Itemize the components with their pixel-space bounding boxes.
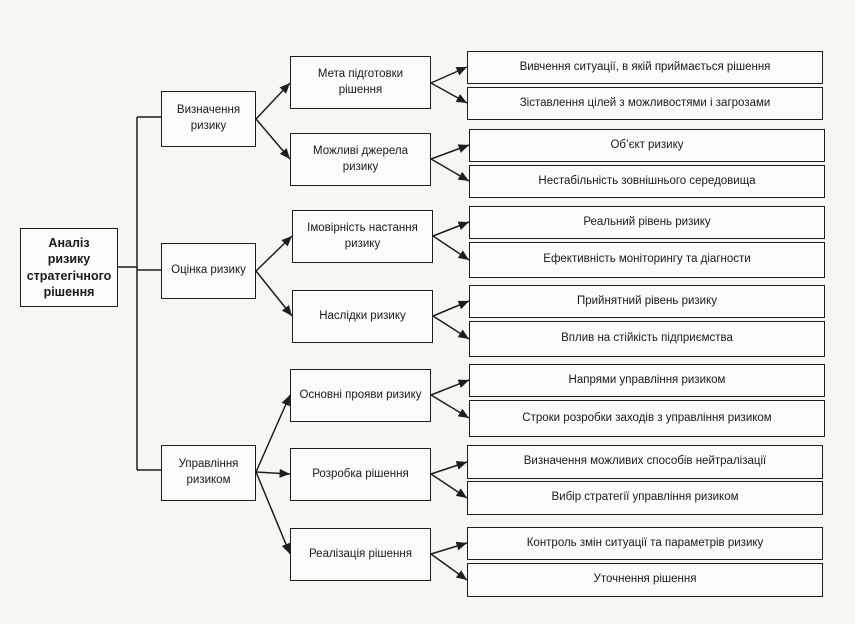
connector-arrow-21: [430, 394, 470, 419]
sub-risk-probability: Імовірність настання ризику: [292, 210, 433, 263]
connector-arrow-18: [432, 300, 470, 317]
leaf-change-control: Контроль змін ситуації та параметрів риз…: [467, 527, 823, 560]
connector-arrow-9: [255, 394, 291, 473]
leaf-risk-object: Об’єкт ризику: [469, 129, 825, 162]
connector-arrow-16: [432, 221, 470, 237]
connector-arrow-19: [432, 315, 470, 340]
connector-arrow-24: [430, 541, 468, 555]
connector-arrow-5: [255, 82, 291, 120]
connector-arrow-11: [255, 471, 291, 555]
category-assessment: Оцінка ризику: [161, 243, 256, 299]
connector-arrow-12: [430, 66, 468, 84]
connector-arrow-13: [430, 82, 468, 104]
leaf-measure-timing: Строки розробки заходів з управління риз…: [469, 400, 825, 437]
leaf-situation-study: Вивчення ситуації, в якій приймається рі…: [467, 51, 823, 84]
connector-arrow-6: [255, 118, 291, 160]
sub-risk-sources: Можливі джерела ризику: [290, 133, 431, 186]
leaf-acceptable-risk-level: Прийнятний рівень ризику: [469, 285, 825, 318]
sub-risk-manifestations: Основні прояви ризику: [290, 369, 431, 422]
sub-risk-consequences: Наслідки ризику: [292, 290, 433, 343]
leaf-real-risk-level: Реальний рівень ризику: [469, 206, 825, 239]
category-definition: Визначення ризику: [161, 91, 256, 147]
connector-arrow-23: [430, 473, 468, 499]
root-node: Аналіз ризику стратегічного рішення: [20, 228, 118, 307]
leaf-management-directions: Напрями управління ризиком: [469, 364, 825, 397]
leaf-strategy-choice: Вибір стратегії управління ризиком: [467, 481, 823, 515]
leaf-monitoring-efficiency: Ефективність моніторингу та діагности: [469, 242, 825, 278]
connector-arrow-17: [432, 235, 470, 261]
leaf-environment-instability: Нестабільність зовнішнього середовища: [469, 165, 825, 198]
leaf-neutralization-methods: Визначення можливих способів нейтралізац…: [467, 445, 823, 479]
connector-arrow-8: [255, 270, 293, 317]
connector-arrow-22: [430, 461, 468, 475]
sub-decision-implementation: Реалізація рішення: [290, 528, 431, 581]
connector-arrow-25: [430, 553, 468, 581]
leaf-goals-comparison: Зіставлення цілей з можливостями і загро…: [467, 87, 823, 120]
connector-arrow-10: [255, 468, 291, 478]
sub-decision-development: Розробка рішення: [290, 448, 431, 501]
connector-arrow-14: [430, 144, 470, 160]
leaf-enterprise-stability: Вплив на стійкість підприємства: [469, 321, 825, 357]
sub-goal-preparation: Мета підготовки рішення: [290, 56, 431, 109]
connector-arrow-7: [255, 235, 293, 272]
connector-arrow-20: [430, 379, 470, 396]
leaf-decision-refinement: Уточнення рішення: [467, 563, 823, 597]
category-management: Управління ризиком: [161, 445, 256, 501]
connector-arrow-15: [430, 158, 470, 182]
